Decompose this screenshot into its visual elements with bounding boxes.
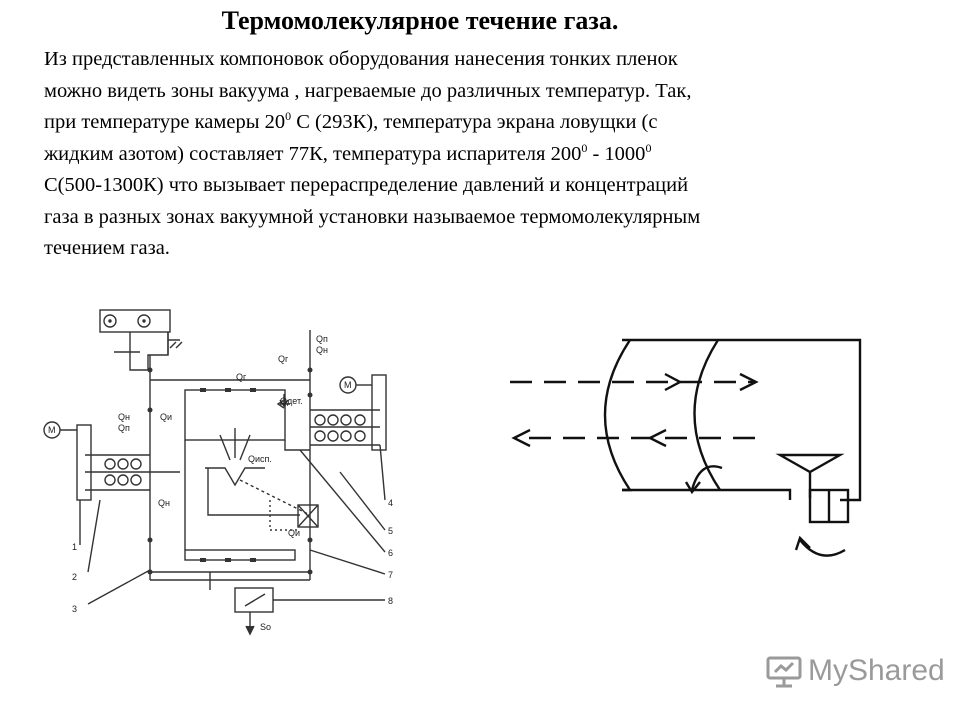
- label-qi-low: Qи: [288, 528, 300, 538]
- molecular-flow-sketch: [510, 338, 862, 557]
- paragraph-line-6: газа в разных зонах вакуумной установки …: [44, 205, 701, 228]
- paragraph-line-2: можно видеть зоны вакуума , нагреваемые …: [44, 79, 692, 102]
- label-qn-top: Qн: [316, 345, 328, 355]
- label-qi-left: Qи: [160, 412, 172, 422]
- body-paragraph: Из представленных компоновок оборудовани…: [44, 44, 924, 265]
- watermark-text: MyShared: [808, 654, 945, 687]
- label-so: So: [260, 622, 271, 632]
- paragraph-line-1: Из представленных компоновок оборудовани…: [44, 48, 678, 70]
- label-qn-left: Qн: [118, 412, 130, 422]
- label-qg-mid: Qг: [236, 372, 247, 382]
- label-qp-top: Qп: [316, 334, 328, 344]
- label-num-5: 5: [388, 526, 393, 536]
- paragraph-line-3: при температуре камеры 200 С (293К), тем…: [44, 109, 658, 133]
- paragraph-line-4: жидким азотом) составляет 77К, температу…: [44, 140, 652, 165]
- projector-screen-icon: [766, 656, 802, 688]
- watermark: MyShared: [766, 654, 945, 688]
- label-qi-evap: Qисп.: [248, 454, 272, 464]
- paragraph-line-7: течением газа.: [44, 237, 170, 259]
- label-num-6: 6: [388, 548, 393, 558]
- label-num-7: 7: [388, 570, 393, 580]
- label-qn-low: Qн: [158, 498, 170, 508]
- label-m-right: M: [344, 380, 352, 390]
- label-num-1: 1: [72, 542, 77, 552]
- label-qg-left: Qг: [278, 354, 289, 364]
- label-num-2: 2: [72, 572, 77, 582]
- label-qp-left: Qп: [118, 423, 130, 433]
- paragraph-line-5: С(500-1300К) что вызывает перераспределе…: [44, 174, 689, 196]
- label-num-3: 3: [72, 604, 77, 614]
- slide-title: Термомолекулярное течение газа.: [221, 6, 619, 35]
- label-num-4: 4: [388, 498, 393, 508]
- label-num-8: 8: [388, 596, 393, 606]
- label-qdet: Qдет.: [280, 396, 303, 406]
- vacuum-installation-diagram: Qп Qн Qг Qг Qдет. M M Qн Qп Qи Qисп. Qн …: [43, 309, 393, 636]
- label-m-left: M: [48, 425, 56, 435]
